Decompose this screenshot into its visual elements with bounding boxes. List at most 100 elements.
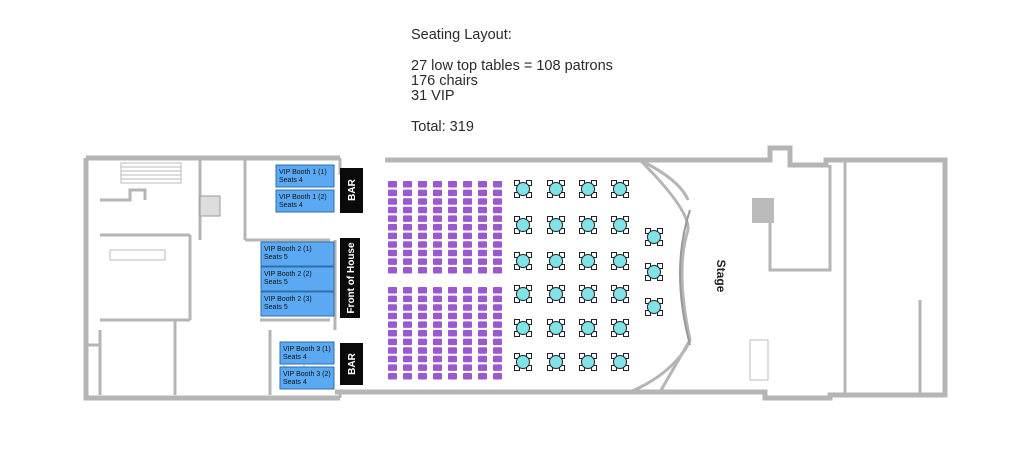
chair <box>418 304 427 311</box>
table <box>547 252 565 270</box>
booth-seats: Seats 5 <box>264 304 288 311</box>
vip-booth: VIP Booth 1 (1)Seats 4 <box>275 164 335 188</box>
chair <box>493 232 502 240</box>
bar-bottom: BAR <box>340 343 363 385</box>
booth-name: VIP Booth 3 (2) <box>283 371 331 378</box>
chair <box>433 321 442 328</box>
chair <box>418 321 427 328</box>
booth-seats: Seats 4 <box>283 379 307 386</box>
chair <box>448 267 457 274</box>
booth-name: VIP Booth 1 (2) <box>279 194 327 201</box>
chair <box>418 189 427 197</box>
chair <box>433 198 442 205</box>
table <box>547 216 565 234</box>
table <box>611 252 629 270</box>
chair <box>463 241 472 248</box>
chair <box>493 267 502 274</box>
chair <box>478 215 487 222</box>
chair <box>403 364 412 371</box>
chair <box>403 355 412 363</box>
chair <box>418 198 427 205</box>
chair <box>478 304 487 311</box>
chair <box>493 312 502 320</box>
chair <box>463 287 472 294</box>
stage-label: Stage <box>714 260 728 293</box>
chair <box>433 373 442 380</box>
chair <box>463 373 472 380</box>
chair <box>418 347 427 354</box>
chair <box>463 338 472 346</box>
chair <box>493 181 502 188</box>
table <box>547 353 565 371</box>
chair <box>403 241 412 248</box>
table <box>579 319 597 337</box>
table <box>547 180 565 198</box>
summary-chairs: 176 chairs <box>411 73 478 89</box>
chair <box>418 258 427 265</box>
table <box>547 285 565 303</box>
chair <box>493 198 502 205</box>
chair <box>478 181 487 188</box>
chair <box>433 241 442 248</box>
chair <box>403 198 412 205</box>
chair <box>418 373 427 380</box>
chair <box>388 249 397 257</box>
chair <box>493 355 502 363</box>
chair <box>433 258 442 265</box>
chair <box>403 338 412 346</box>
chair <box>418 215 427 222</box>
chair <box>388 338 397 346</box>
chair <box>433 355 442 363</box>
chair <box>403 249 412 257</box>
chair <box>478 241 487 248</box>
chair <box>463 304 472 311</box>
chair <box>418 355 427 363</box>
vip-booth: VIP Booth 1 (2)Seats 4 <box>275 189 335 213</box>
table <box>645 263 663 281</box>
chair <box>433 181 442 188</box>
chair <box>403 287 412 294</box>
chair <box>388 364 397 371</box>
booth-seats: Seats 4 <box>283 354 307 361</box>
chair <box>493 373 502 380</box>
pillar <box>752 198 774 223</box>
chair <box>478 355 487 363</box>
chair <box>433 287 442 294</box>
chair <box>463 267 472 274</box>
chair <box>448 347 457 354</box>
chair <box>418 338 427 346</box>
chair <box>463 198 472 205</box>
chair <box>478 232 487 240</box>
chair <box>478 198 487 205</box>
chair <box>448 373 457 380</box>
chair <box>418 287 427 294</box>
chair <box>448 249 457 257</box>
chair <box>463 181 472 188</box>
table <box>514 252 532 270</box>
bar-top: BAR <box>340 168 363 213</box>
chair <box>433 295 442 303</box>
table <box>611 319 629 337</box>
chair <box>433 232 442 240</box>
chair <box>403 321 412 328</box>
chair <box>478 287 487 294</box>
chair <box>418 206 427 214</box>
chair <box>448 181 457 188</box>
chair <box>433 267 442 274</box>
chair <box>463 364 472 371</box>
chair <box>433 312 442 320</box>
chair <box>478 206 487 214</box>
chair <box>433 249 442 257</box>
chair <box>418 249 427 257</box>
chair <box>463 258 472 265</box>
booth-seats: Seats 5 <box>264 254 288 261</box>
chair <box>463 224 472 231</box>
vip-booth: VIP Booth 3 (1)Seats 4 <box>279 341 335 365</box>
summary-total: Total: 319 <box>411 119 474 135</box>
chair <box>403 189 412 197</box>
chair <box>478 347 487 354</box>
chair <box>478 321 487 328</box>
chair <box>433 338 442 346</box>
chair <box>388 189 397 197</box>
chair <box>493 206 502 214</box>
